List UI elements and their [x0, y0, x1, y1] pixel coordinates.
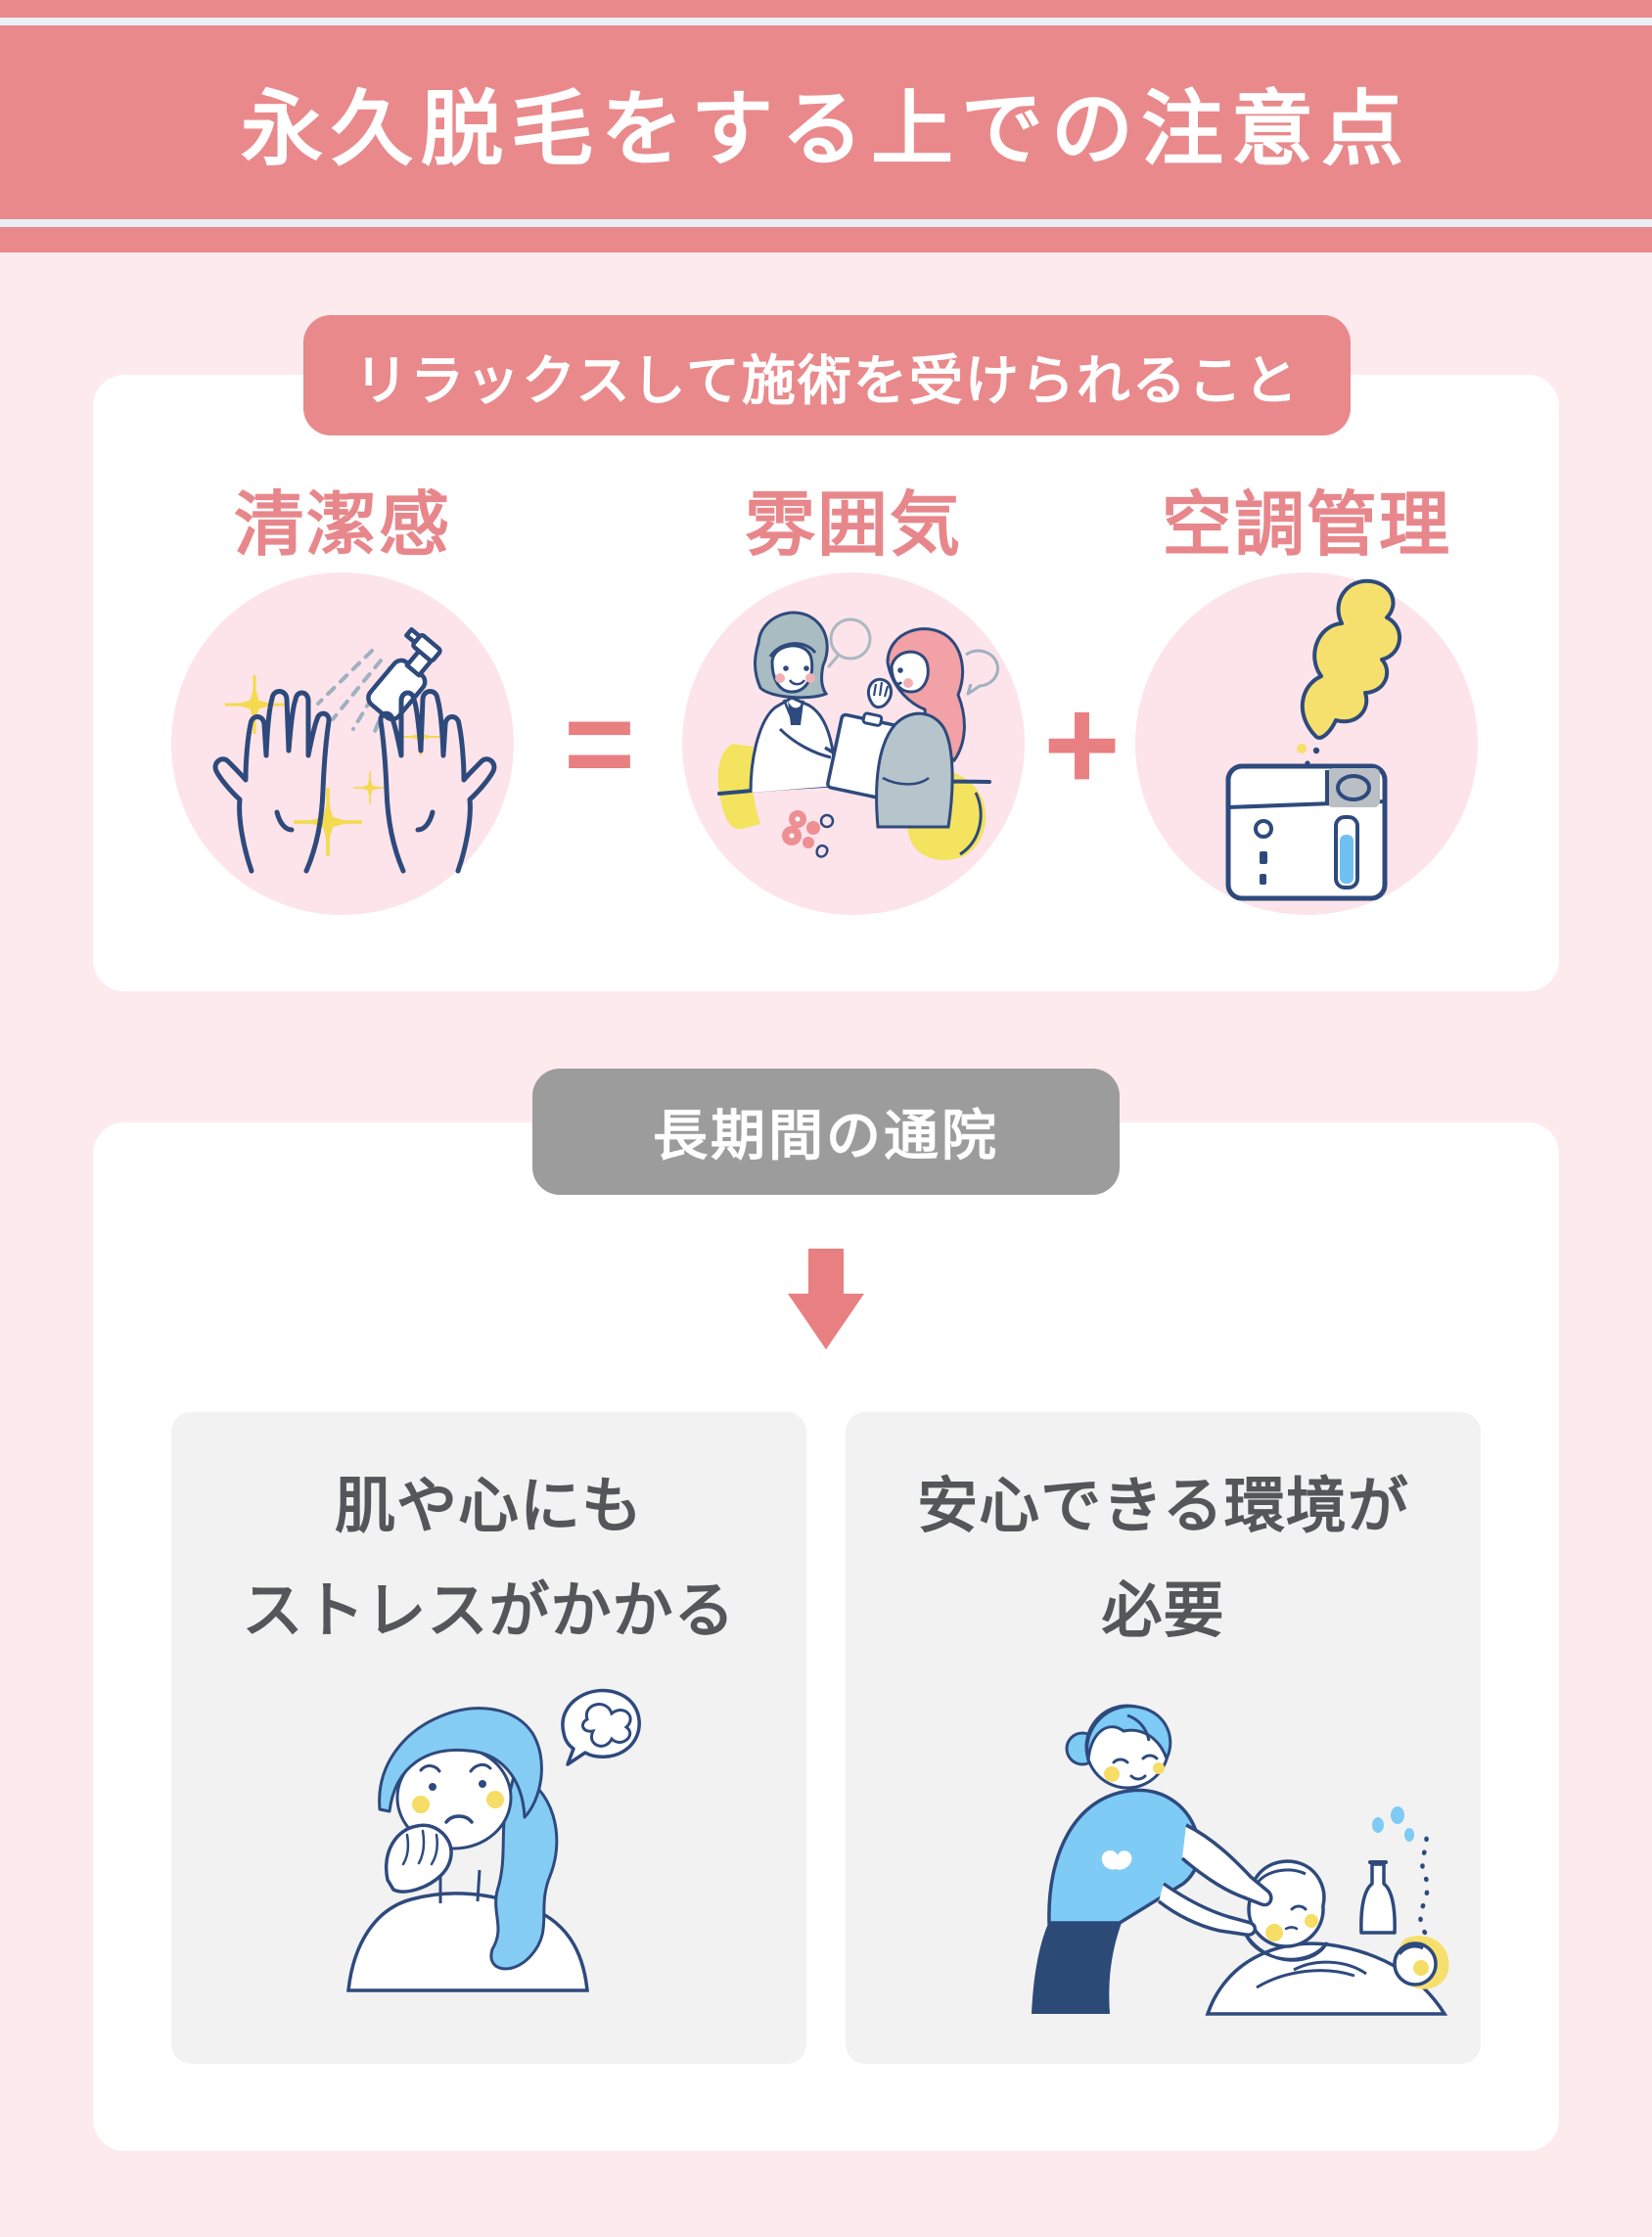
steam-icon — [1300, 578, 1402, 740]
down-arrow-icon — [788, 1249, 864, 1349]
spray-bottle-icon — [366, 627, 442, 722]
cleanliness-heading: 清潔感 — [233, 485, 451, 565]
stress-box: 肌や心にも ストレスがかかる — [171, 1412, 806, 2064]
air-conditioning-heading: 空調管理 — [1161, 485, 1451, 565]
atmosphere-circle — [682, 572, 1025, 915]
header-banner: 永久脱毛をする上での注意点 — [0, 0, 1652, 252]
header-divider-bottom — [0, 219, 1652, 227]
humidifier-illustration — [1225, 578, 1402, 901]
cleanliness-circle — [171, 572, 514, 915]
environment-box-title: 安心できる環境が 必要 — [917, 1473, 1409, 1645]
worried-woman-illustration — [346, 1688, 641, 1992]
equals-sign: = — [564, 675, 635, 812]
atmosphere-heading: 雰囲気 — [744, 485, 962, 565]
counseling-illustration — [717, 611, 999, 860]
page-title: 永久脱毛をする上での注意点 — [240, 82, 1411, 175]
sanitizing-hands-illustration — [171, 627, 514, 915]
relax-section-label: リラックスして施術を受けられること — [303, 315, 1351, 435]
environment-box: 安心できる環境が 必要 — [846, 1412, 1481, 2064]
longterm-section-label: 長期間の通院 — [532, 1069, 1120, 1195]
header-divider-top — [0, 18, 1652, 25]
stress-box-title: 肌や心にも ストレスがかかる — [242, 1473, 736, 1645]
plus-sign: + — [1043, 669, 1121, 818]
air-conditioning-circle — [1135, 572, 1478, 915]
facial-treatment-illustration — [1032, 1704, 1449, 2016]
